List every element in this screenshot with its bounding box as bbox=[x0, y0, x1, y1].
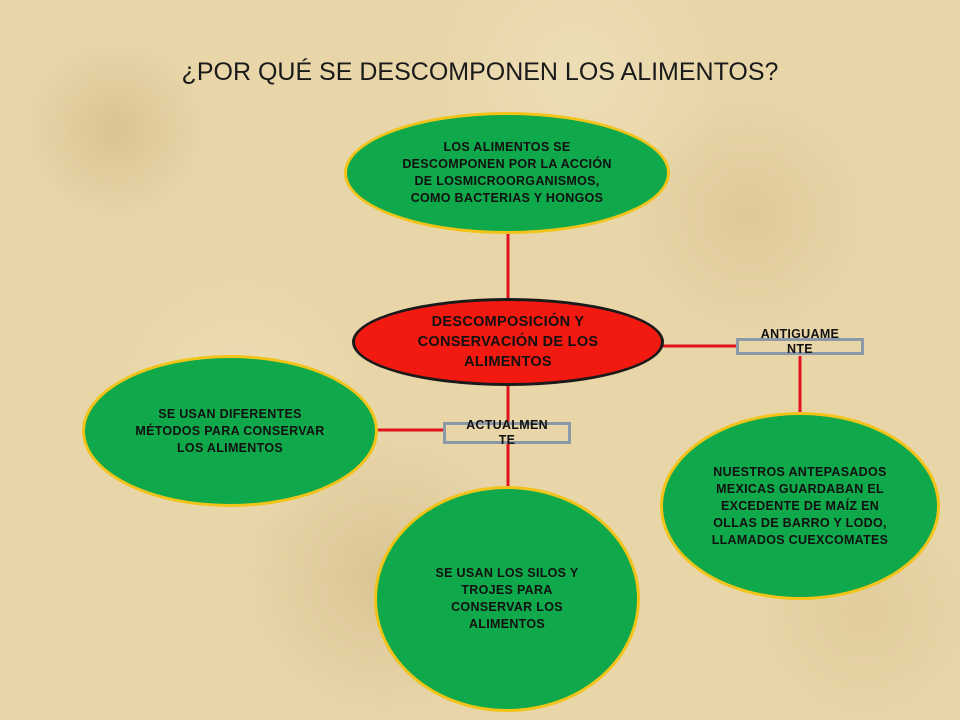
tag-actualmente: ACTUALMEN TE bbox=[443, 418, 571, 447]
tag-antiguamente-text: ANTIGUAME NTE bbox=[760, 327, 840, 356]
node-top: LOS ALIMENTOS SE DESCOMPONEN POR LA ACCI… bbox=[344, 112, 670, 234]
node-center-text: DESCOMPOSICIÓN Y CONSERVACIÓN DE LOS ALI… bbox=[417, 314, 599, 370]
node-left-text: SE USAN DIFERENTES MÉTODOS PARA CONSERVA… bbox=[135, 406, 325, 455]
node-bottom: SE USAN LOS SILOS Y TROJES PARA CONSERVA… bbox=[374, 486, 640, 712]
page-title: ¿POR QUÉ SE DESCOMPONEN LOS ALIMENTOS? bbox=[181, 58, 779, 86]
tag-actualmente-text: ACTUALMEN TE bbox=[466, 418, 548, 447]
node-bottom-text: SE USAN LOS SILOS Y TROJES PARA CONSERVA… bbox=[435, 566, 579, 631]
node-center: DESCOMPOSICIÓN Y CONSERVACIÓN DE LOS ALI… bbox=[352, 298, 664, 386]
tag-antiguamente: ANTIGUAME NTE bbox=[736, 327, 864, 356]
node-top-text: LOS ALIMENTOS SE DESCOMPONEN POR LA ACCI… bbox=[402, 140, 612, 205]
node-left: SE USAN DIFERENTES MÉTODOS PARA CONSERVA… bbox=[82, 355, 378, 507]
node-right: NUESTROS ANTEPASADOS MEXICAS GUARDABAN E… bbox=[660, 412, 940, 600]
node-right-text: NUESTROS ANTEPASADOS MEXICAS GUARDABAN E… bbox=[711, 464, 889, 547]
